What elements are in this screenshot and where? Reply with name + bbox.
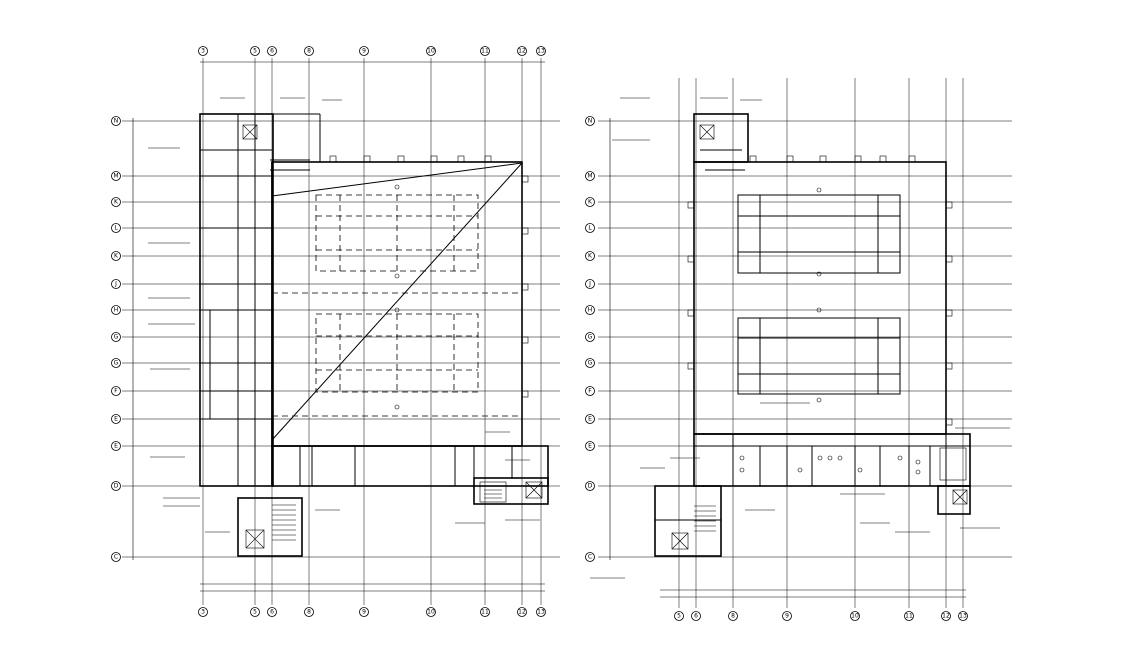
grid-label: M <box>587 173 592 180</box>
grid-label: 3 <box>201 48 205 55</box>
grid-label: 12 <box>942 613 950 620</box>
right-building-walls <box>654 113 971 557</box>
left-stairs <box>242 124 543 549</box>
right-stairs <box>671 124 968 550</box>
left-interior-partitions <box>200 113 523 486</box>
grid-label: 5 <box>677 613 681 620</box>
grid-label: F <box>114 388 118 395</box>
grid-label: 13 <box>537 48 545 55</box>
right-parapet-notches <box>687 155 953 426</box>
grid-label: 10 <box>427 609 435 616</box>
grid-label: 5 <box>253 48 257 55</box>
grid-label: 11 <box>481 48 489 55</box>
grid-label: H <box>114 307 119 314</box>
right-fixtures <box>739 455 921 475</box>
left-court-center-markers <box>394 184 400 410</box>
grid-label: K <box>588 199 593 206</box>
grid-label: 6 <box>270 48 274 55</box>
right-dimension-lines <box>609 118 966 598</box>
grid-label: 8 <box>307 609 311 616</box>
grid-label: 9 <box>362 48 366 55</box>
grid-label: H <box>588 307 593 314</box>
grid-label: E <box>588 443 592 450</box>
grid-label: G <box>114 334 119 341</box>
left-parapet-notches <box>329 155 529 398</box>
grid-label: N <box>114 118 119 125</box>
grid-label: J <box>588 281 591 288</box>
grid-label: G <box>114 360 119 367</box>
right-horizontal-grid-lines <box>598 120 1012 558</box>
grid-label: 8 <box>307 48 311 55</box>
grid-label: M <box>113 173 118 180</box>
grid-label: K <box>114 199 119 206</box>
right-row-bubbles: N M K L K J H G G F E E D C <box>585 116 595 562</box>
left-court-markings <box>272 194 522 417</box>
left-vertical-grid-lines <box>202 58 542 605</box>
grid-label: E <box>114 443 118 450</box>
grid-label: 9 <box>785 613 789 620</box>
grid-label: L <box>588 225 592 232</box>
left-column-bubbles-top: 3 5 6 8 9 10 11 12 13 <box>198 46 546 56</box>
grid-label: N <box>588 118 593 125</box>
grid-label: G <box>588 360 593 367</box>
grid-label: K <box>588 253 593 260</box>
grid-label: 13 <box>959 613 967 620</box>
left-row-bubbles: N M K L K J H G G F E E D C <box>111 116 121 562</box>
grid-label: 10 <box>427 48 435 55</box>
grid-label: D <box>588 483 593 490</box>
grid-label: 10 <box>851 613 859 620</box>
grid-label: C <box>588 554 592 561</box>
grid-label: J <box>114 281 117 288</box>
right-interior-partitions <box>655 149 970 521</box>
grid-label: K <box>114 253 119 260</box>
grid-label: 3 <box>201 609 205 616</box>
grid-label: 8 <box>731 613 735 620</box>
grid-label: 12 <box>518 609 526 616</box>
grid-label: 11 <box>905 613 913 620</box>
grid-label: E <box>114 416 118 423</box>
grid-label: C <box>114 554 118 561</box>
grid-label: D <box>114 483 119 490</box>
right-column-bubbles-bottom: 5 6 8 9 10 11 12 13 <box>674 611 968 621</box>
grid-label: F <box>588 388 592 395</box>
left-annotation-marks <box>148 97 540 533</box>
grid-label: L <box>114 225 118 232</box>
left-building-walls <box>199 113 549 557</box>
grid-label: 9 <box>362 609 366 616</box>
grid-label: E <box>588 416 592 423</box>
grid-label: 12 <box>518 48 526 55</box>
left-floor-plan: 3 5 6 8 9 10 11 12 13 3 5 6 8 9 10 <box>111 46 560 617</box>
grid-label: 6 <box>694 613 698 620</box>
grid-label: 6 <box>270 609 274 616</box>
left-column-bubbles-bottom: 3 5 6 8 9 10 11 12 13 <box>198 607 546 617</box>
right-court-markings <box>737 194 901 395</box>
grid-label: G <box>588 334 593 341</box>
grid-label: 11 <box>481 609 489 616</box>
right-floor-plan: 5 6 8 9 10 11 12 13 N M K <box>585 78 1012 621</box>
right-court-center-markers <box>816 187 822 403</box>
left-dimension-lines <box>132 61 545 592</box>
grid-label: 5 <box>253 609 257 616</box>
right-annotation-marks <box>590 97 1010 579</box>
grid-label: 13 <box>537 609 545 616</box>
